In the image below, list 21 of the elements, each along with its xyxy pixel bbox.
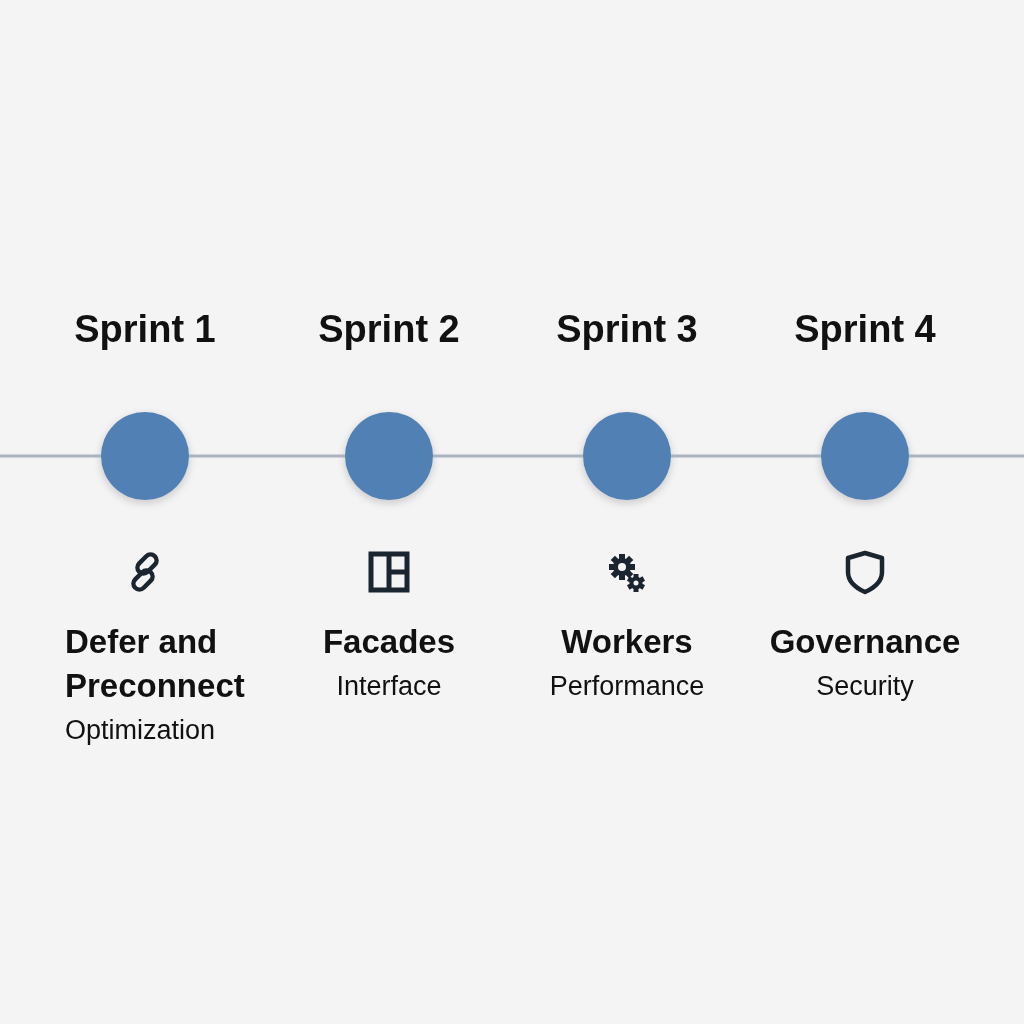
timeline-line	[433, 454, 583, 458]
milestone-subtitle: Optimization	[65, 714, 217, 747]
milestone-title: Facades	[321, 622, 457, 662]
timeline-circle	[101, 412, 189, 500]
timeline-line	[0, 454, 101, 458]
milestone-subtitle: Security	[815, 670, 915, 703]
sprint-label: Sprint 1	[73, 308, 217, 351]
milestone-title: Governance	[768, 622, 962, 662]
timeline-circle	[345, 412, 433, 500]
milestone-title: Workers	[560, 622, 694, 662]
timeline-line	[189, 454, 345, 458]
sprint-label: Sprint 4	[793, 308, 937, 351]
timeline-circle	[821, 412, 909, 500]
sprint-label: Sprint 2	[317, 308, 461, 351]
milestone-title: Defer and Preconnect	[65, 622, 246, 706]
milestone-subtitle: Interface	[335, 670, 443, 703]
timeline-line	[909, 454, 1024, 458]
milestone-subtitle: Performance	[548, 670, 706, 703]
sprint-label: Sprint 3	[555, 308, 699, 351]
timeline-circle	[583, 412, 671, 500]
timeline-line	[671, 454, 821, 458]
